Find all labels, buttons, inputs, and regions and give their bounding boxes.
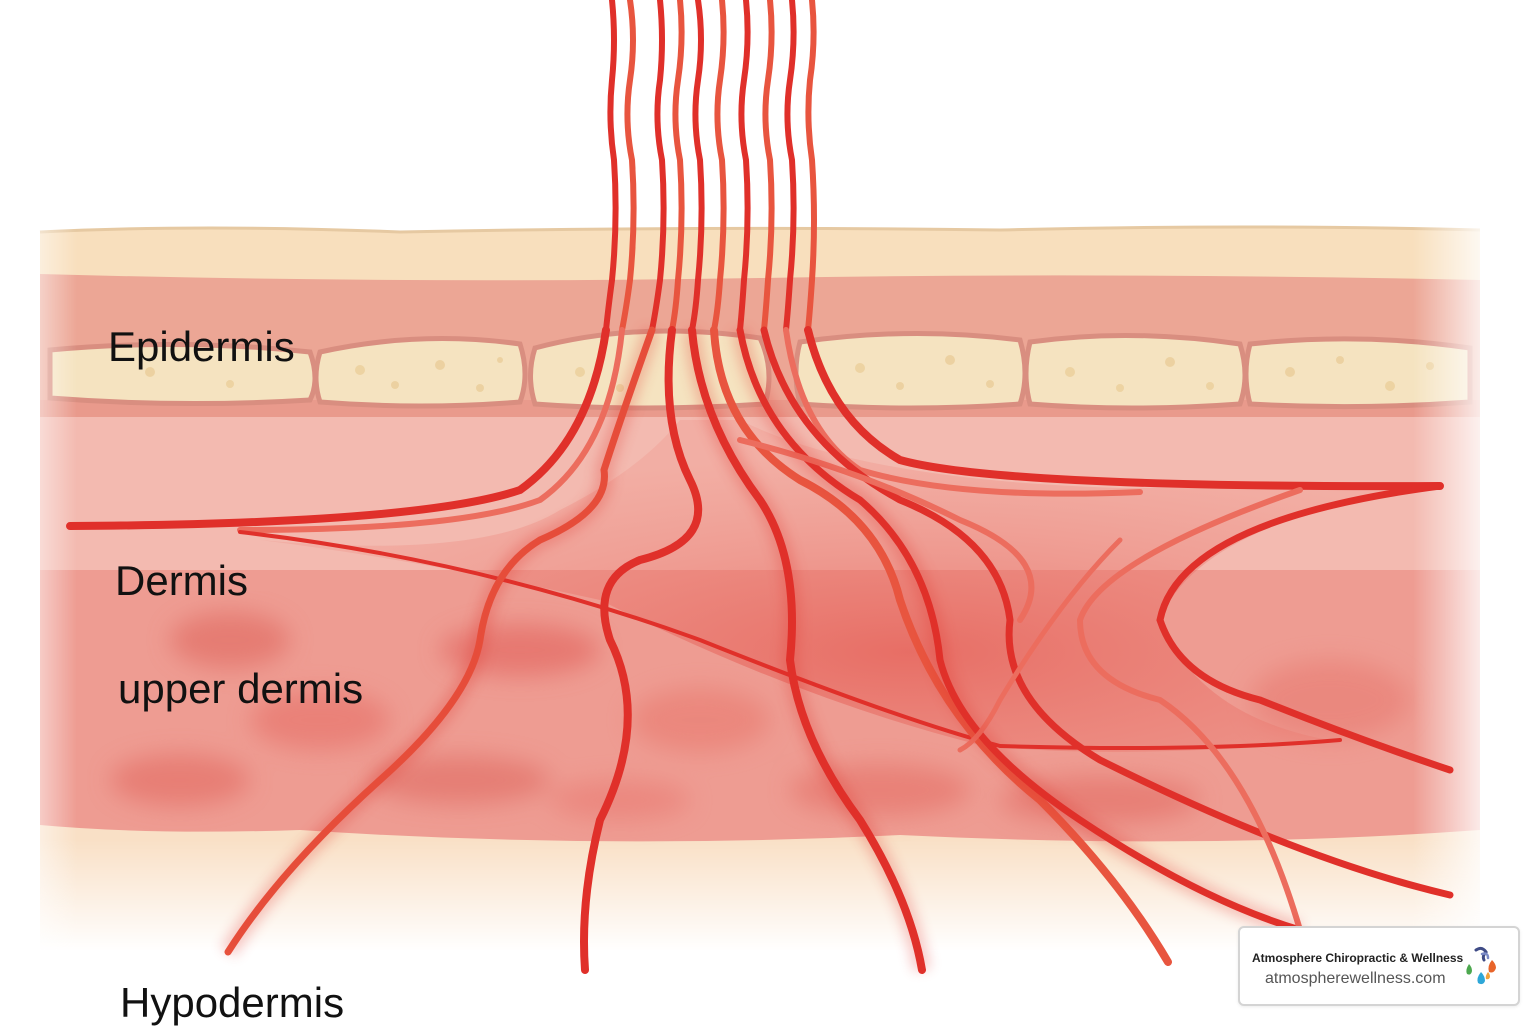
vessel-bundle bbox=[603, 0, 817, 333]
epidermis-label: Epidermis bbox=[108, 323, 295, 370]
brand-name: Atmosphere Chiropractic & Wellness bbox=[1252, 951, 1464, 965]
brand-watermark-card[interactable]: Atmosphere Chiropractic & Wellness atmos… bbox=[1238, 926, 1520, 1006]
brand-url-link[interactable]: atmospherewellness.com bbox=[1265, 970, 1446, 987]
water-droplets-logo-icon bbox=[1466, 946, 1496, 985]
fat-cell-speckles bbox=[145, 355, 1434, 392]
dermis-label: Dermis bbox=[115, 557, 248, 604]
skin-surface-layer bbox=[40, 227, 1480, 281]
hypodermis-label: Hypodermis bbox=[120, 979, 345, 1026]
vessel-glow bbox=[220, 326, 1303, 972]
vascular-funnel-region bbox=[260, 420, 1440, 752]
upper-dermis-label: upper dermis bbox=[118, 665, 364, 712]
